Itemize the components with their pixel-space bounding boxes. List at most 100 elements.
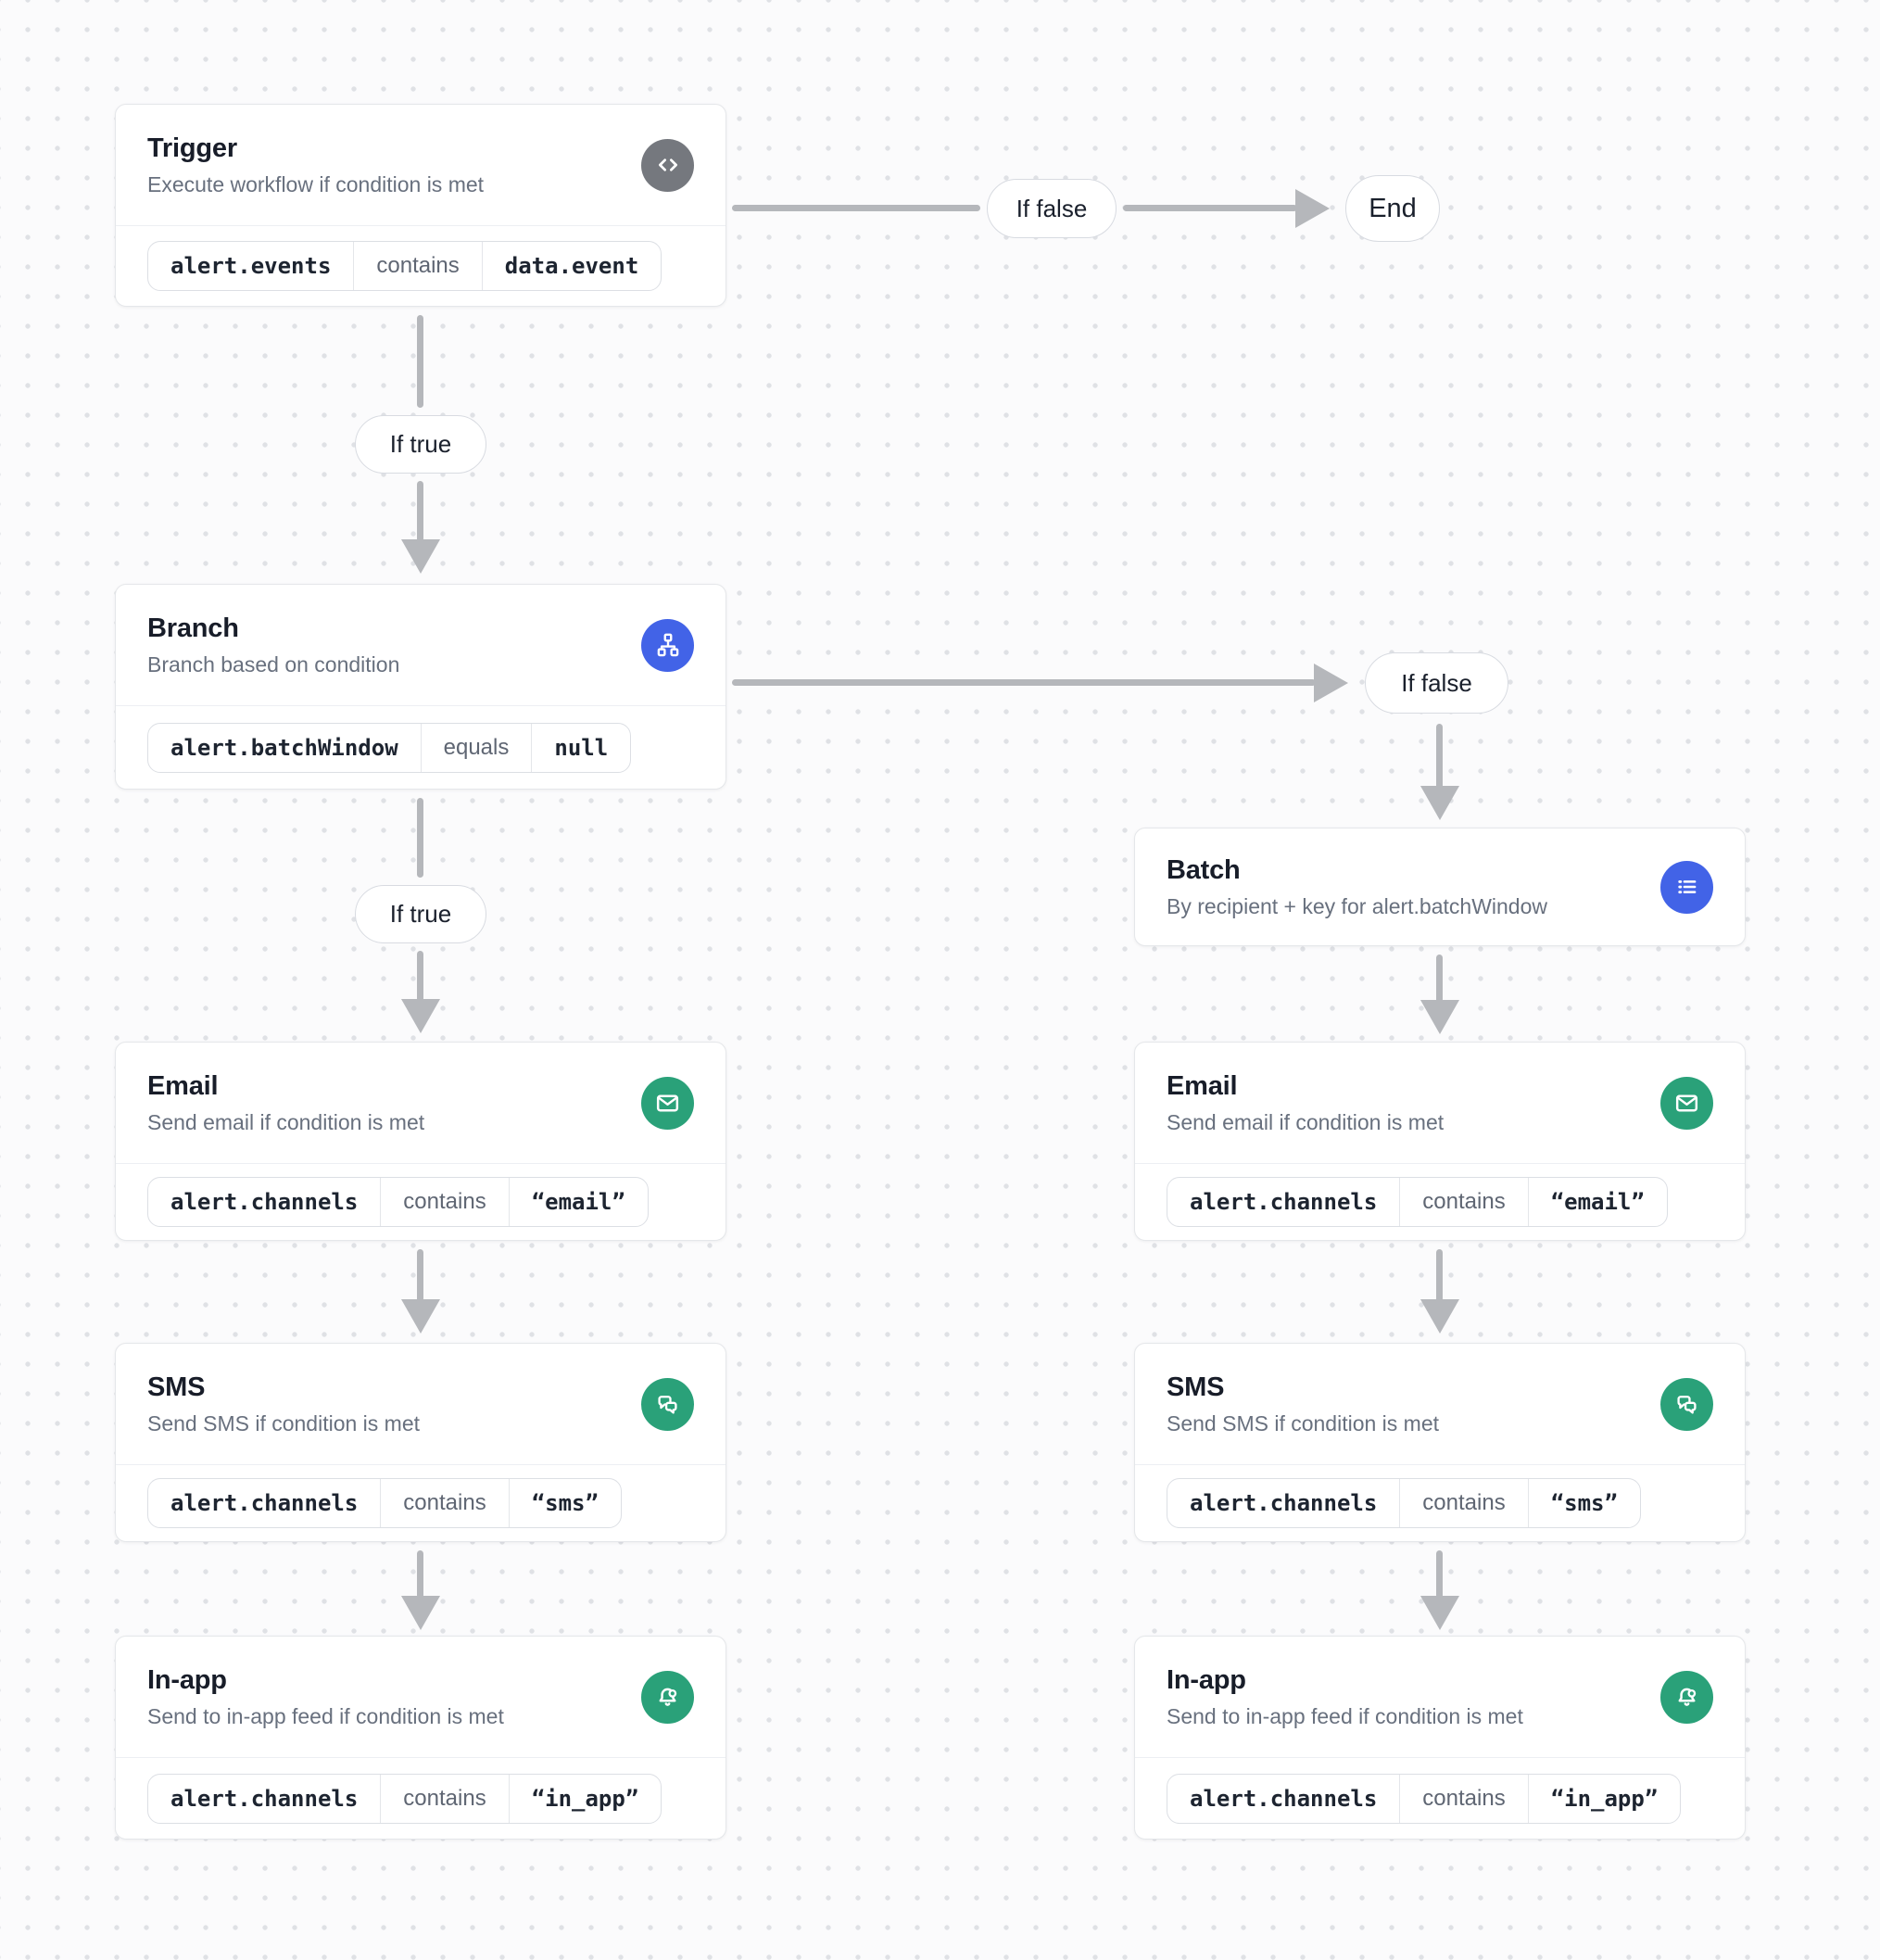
node-condition-row: alert.channels contains “in_app”: [116, 1757, 726, 1839]
sitemap-icon: [641, 618, 694, 672]
node-title: In-app: [1167, 1664, 1246, 1695]
condition-value: “in_app”: [508, 1774, 662, 1823]
node-inapp-right[interactable]: In-app Send to in-app feed if condition …: [1134, 1636, 1746, 1840]
condition-field: alert.batchWindow: [170, 734, 398, 761]
node-end[interactable]: End: [1345, 175, 1440, 242]
condition-value: data.event: [481, 242, 661, 290]
node-condition-row: alert.channels contains “in_app”: [1135, 1757, 1745, 1839]
condition-chip: alert.channels contains “in_app”: [147, 1773, 662, 1824]
arrowhead-right-icon: [1295, 189, 1330, 228]
envelope-icon: [1660, 1076, 1713, 1130]
bell-badge-icon: [641, 1670, 694, 1724]
edge-sms-to-inapp: [417, 1550, 423, 1599]
bell-badge-icon: [1660, 1670, 1713, 1724]
node-sms-header: SMS Send SMS if condition is met: [1135, 1344, 1745, 1464]
node-title: Branch: [147, 613, 239, 643]
arrowhead-down-icon: [1420, 1000, 1459, 1034]
condition-value: null: [531, 723, 630, 772]
edge-label-if-true: If true: [355, 885, 486, 943]
node-subtitle: By recipient + key for alert.batchWindow: [1167, 893, 1547, 918]
condition-operator: contains: [380, 1479, 508, 1527]
node-condition-row: alert.batchWindow equals null: [116, 705, 726, 789]
edge-label-text: If true: [389, 900, 452, 928]
node-batch-header: Batch By recipient + key for alert.batch…: [1135, 828, 1745, 945]
condition-field: alert.channels: [1190, 1189, 1378, 1215]
node-subtitle: Send to in-app feed if condition is met: [147, 1703, 504, 1728]
condition-operator: contains: [380, 1774, 508, 1823]
edge-email-to-sms: [1436, 1249, 1443, 1302]
arrowhead-down-icon: [1420, 1299, 1459, 1334]
condition-operator: equals: [420, 723, 532, 772]
node-title: Email: [1167, 1070, 1238, 1101]
edge-label-if-false: If false: [1365, 652, 1508, 714]
edge-branch-to-iftrue: [417, 798, 423, 878]
condition-chip: alert.channels contains “email”: [147, 1177, 649, 1227]
condition-chip: alert.events contains data.event: [147, 241, 662, 291]
edge-email-to-sms: [417, 1249, 423, 1302]
condition-field: alert.channels: [1190, 1785, 1378, 1812]
edge-label-text: If true: [389, 430, 452, 458]
node-subtitle: Execute workflow if condition is met: [147, 171, 485, 196]
node-condition-row: alert.events contains data.event: [116, 225, 726, 306]
condition-field: alert.channels: [170, 1189, 359, 1215]
node-condition-row: alert.channels contains “sms”: [116, 1464, 726, 1541]
edge-sms-to-inapp: [1436, 1550, 1443, 1599]
node-subtitle: Send SMS if condition is met: [1167, 1410, 1440, 1435]
node-sms-header: SMS Send SMS if condition is met: [116, 1344, 726, 1464]
node-sms-right[interactable]: SMS Send SMS if condition is met alert.c…: [1134, 1343, 1746, 1542]
edge-label-text: If false: [1016, 194, 1088, 222]
envelope-icon: [641, 1076, 694, 1130]
arrowhead-down-icon: [401, 539, 440, 574]
condition-operator: contains: [1399, 1178, 1527, 1226]
node-subtitle: Send to in-app feed if condition is met: [1167, 1703, 1523, 1728]
condition-value: “in_app”: [1527, 1774, 1681, 1823]
edge-label-if-true: If true: [355, 415, 486, 474]
node-title: Batch: [1167, 854, 1241, 885]
condition-field: alert.channels: [170, 1785, 359, 1812]
node-batch[interactable]: Batch By recipient + key for alert.batch…: [1134, 828, 1746, 946]
node-trigger-header: Trigger Execute workflow if condition is…: [116, 105, 726, 225]
edge-trigger-to-iftrue: [417, 315, 423, 408]
condition-operator: contains: [1399, 1774, 1527, 1823]
edge-batch-to-email: [1436, 955, 1443, 1003]
chat-bubbles-icon: [1660, 1377, 1713, 1431]
node-inapp-left[interactable]: In-app Send to in-app feed if condition …: [115, 1636, 726, 1840]
node-email-left[interactable]: Email Send email if condition is met ale…: [115, 1042, 726, 1241]
list-icon: [1660, 860, 1713, 914]
node-sms-left[interactable]: SMS Send SMS if condition is met alert.c…: [115, 1343, 726, 1542]
node-branch-header: Branch Branch based on condition: [116, 585, 726, 705]
arrowhead-down-icon: [401, 1299, 440, 1334]
condition-chip: alert.channels contains “sms”: [147, 1478, 622, 1528]
arrowhead-down-icon: [401, 999, 440, 1033]
node-title: SMS: [147, 1372, 206, 1402]
node-subtitle: Send email if condition is met: [147, 1109, 425, 1134]
edge-label-text: If false: [1401, 668, 1472, 697]
node-inapp-header: In-app Send to in-app feed if condition …: [1135, 1637, 1745, 1757]
edge-label-if-false: If false: [987, 179, 1117, 238]
node-email-header: Email Send email if condition is met: [116, 1043, 726, 1163]
node-title: Trigger: [147, 133, 237, 163]
condition-value: “email”: [1527, 1178, 1667, 1226]
node-subtitle: Send email if condition is met: [1167, 1109, 1445, 1134]
condition-value: “sms”: [508, 1479, 621, 1527]
arrowhead-down-icon: [1420, 786, 1459, 820]
condition-chip: alert.channels contains “sms”: [1167, 1478, 1641, 1528]
condition-operator: contains: [353, 242, 481, 290]
edge-iffalse-to-end: [1123, 205, 1297, 211]
node-branch[interactable]: Branch Branch based on condition alert.b…: [115, 584, 726, 790]
edge-trigger-to-iffalse: [732, 205, 980, 211]
node-subtitle: Send SMS if condition is met: [147, 1410, 421, 1435]
node-email-right[interactable]: Email Send email if condition is met ale…: [1134, 1042, 1746, 1241]
node-trigger[interactable]: Trigger Execute workflow if condition is…: [115, 104, 726, 307]
edge-iftrue-to-email: [417, 951, 423, 1002]
condition-value: “email”: [508, 1178, 648, 1226]
condition-value: “sms”: [1527, 1479, 1640, 1527]
edge-iffalse-to-batch: [1436, 724, 1443, 790]
node-title: In-app: [147, 1664, 227, 1695]
arrowhead-right-icon: [1314, 664, 1348, 702]
node-title: SMS: [1167, 1372, 1225, 1402]
condition-operator: contains: [380, 1178, 508, 1226]
node-inapp-header: In-app Send to in-app feed if condition …: [116, 1637, 726, 1757]
node-condition-row: alert.channels contains “sms”: [1135, 1464, 1745, 1541]
